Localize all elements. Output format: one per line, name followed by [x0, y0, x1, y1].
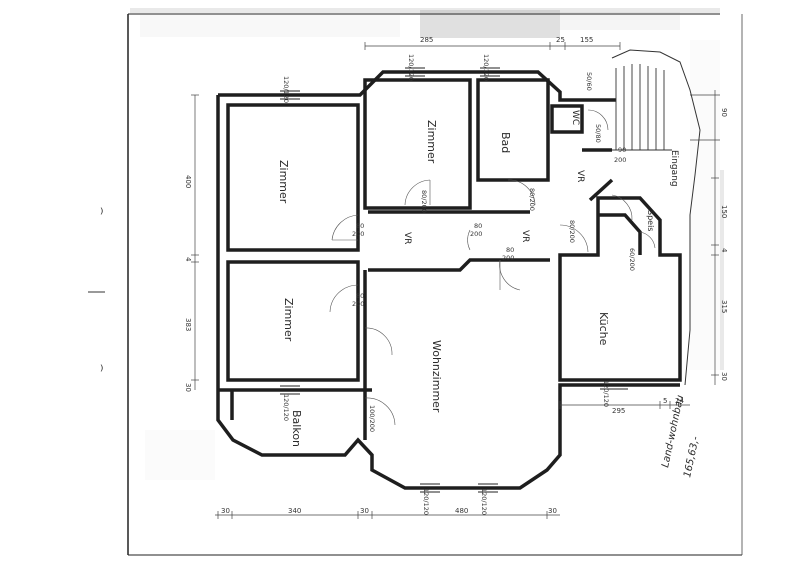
door-label-zimmer-2: 80/200	[420, 190, 428, 213]
door-label-wc: 50/80	[594, 124, 602, 143]
door-swings	[329, 109, 656, 426]
door-label-kueche: 80/200	[568, 220, 576, 243]
door-label-bad: 80/200	[528, 188, 536, 211]
dim-top-155: 155	[580, 36, 593, 44]
window-label-wohn-2: 120/120	[480, 488, 488, 515]
outer-walls	[216, 70, 680, 490]
door-label-wohn-num: 80	[506, 246, 514, 254]
exterior-outline	[611, 49, 701, 386]
dim-right-150: 150	[720, 205, 728, 218]
room-label-wohnzimmer: Wohnzimmer	[430, 340, 443, 413]
room-label-wc: WC	[570, 110, 580, 125]
dim-right-90: 90	[720, 108, 728, 117]
room-label-eingang: Eingang	[669, 150, 679, 187]
dim-top-285: 285	[420, 36, 433, 44]
dim-bottom-30c: 30	[548, 507, 557, 515]
door-label-zimmer-1-den: 200	[352, 230, 364, 238]
door-label-entry-num: 90	[618, 146, 626, 154]
door-label-zimmer-3-num: 80	[356, 292, 364, 300]
window-label-wohn-1: 120/120	[422, 488, 430, 515]
interior-walls	[226, 78, 682, 440]
dim-kueche-5: 5	[663, 397, 667, 405]
window-label-zimmer-1: 120/120	[282, 76, 290, 103]
dim-kueche-24: 24	[675, 397, 684, 405]
window-marks	[280, 67, 628, 493]
punch-mark: ⁾	[100, 363, 103, 379]
punch-mark: ⁾	[100, 206, 103, 222]
room-label-vr-3: VR	[575, 170, 585, 182]
dim-left-383: 383	[184, 318, 192, 331]
dim-bottom-30b: 30	[360, 507, 369, 515]
door-label-balkon: 100/200	[368, 405, 376, 432]
door-label-vr-den: 200	[470, 230, 482, 238]
room-label-zimmer-3: Zimmer	[282, 298, 295, 342]
door-label-speis: 60/200	[628, 248, 636, 271]
window-label-zimmer-3: 120/120	[282, 394, 290, 421]
door-label-vr-num: 80	[474, 222, 482, 230]
room-label-vr-1: VR	[402, 232, 412, 244]
room-label-bad: Bad	[499, 132, 512, 153]
dim-left-30: 30	[184, 383, 192, 392]
window-label-bad: 120/120	[482, 54, 490, 81]
window-label-kueche: 120/120	[602, 380, 610, 407]
stairs	[612, 64, 672, 151]
room-label-speis: Speis	[646, 210, 655, 231]
room-label-balkon: Balkon	[290, 410, 303, 447]
dim-bottom-480: 480	[455, 507, 468, 515]
room-label-kueche: Küche	[597, 312, 610, 346]
door-label-wohn-den: 200	[502, 254, 514, 262]
room-label-zimmer-2: Zimmer	[425, 120, 438, 164]
dim-left-4: 4	[184, 257, 192, 262]
scan-speckle	[130, 8, 724, 370]
window-label-zimmer-2: 120/120	[407, 54, 415, 81]
dim-bottom-30a: 30	[221, 507, 230, 515]
dim-bottom-340: 340	[288, 507, 301, 515]
dim-kueche-295: 295	[612, 407, 625, 415]
room-label-zimmer-1: Zimmer	[277, 160, 290, 204]
dim-left-400: 400	[184, 175, 192, 188]
door-label-zimmer-3-den: 200	[352, 300, 364, 308]
door-label-zimmer-1-num: 80	[356, 222, 364, 230]
room-label-vr-2: VR	[520, 230, 530, 242]
window-label-wc: 50/60	[585, 72, 593, 91]
dimension-lines	[191, 42, 720, 519]
door-label-entry-den: 200	[614, 156, 626, 164]
dim-right-4: 4	[720, 248, 728, 253]
dim-right-30: 30	[720, 372, 728, 381]
dim-top-25: 25	[556, 36, 565, 44]
dim-right-315: 315	[720, 300, 728, 313]
